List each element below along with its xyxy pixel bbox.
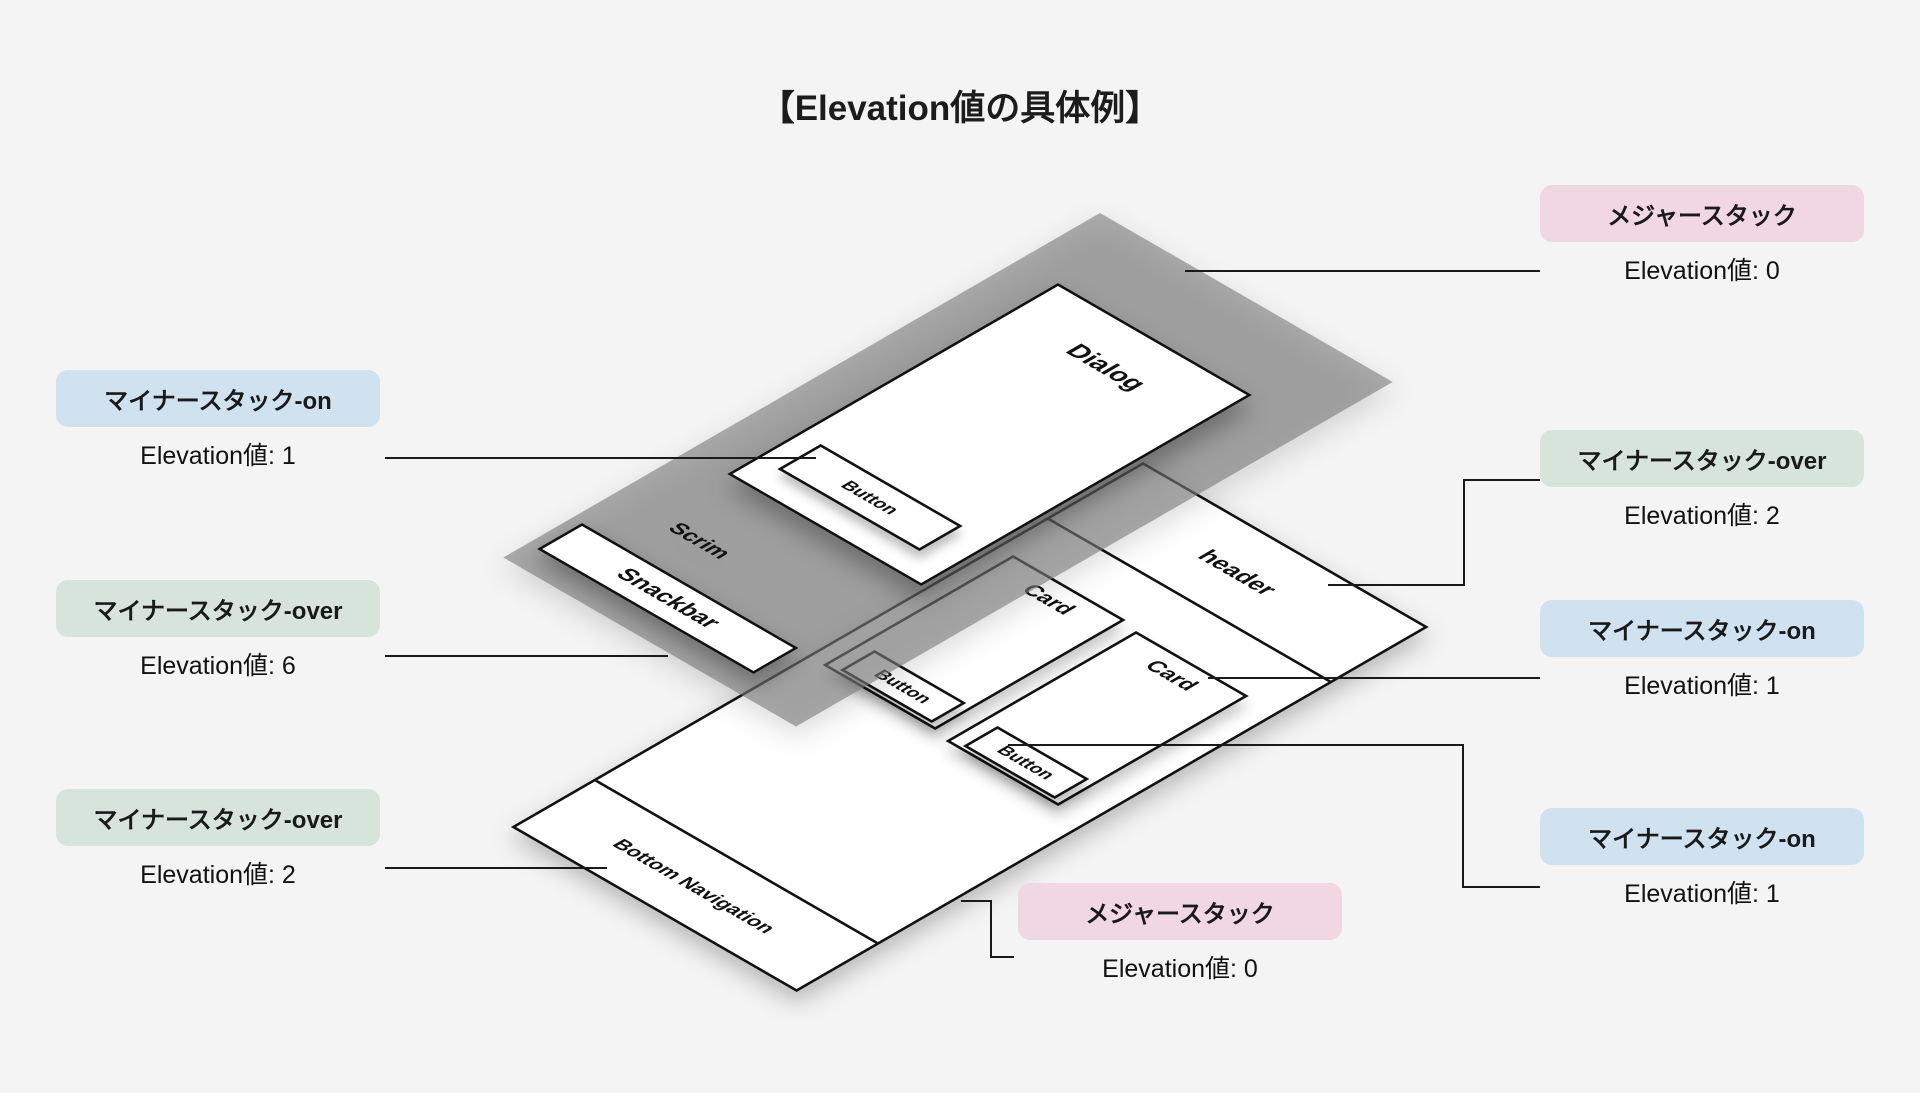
callout-minor-over-snackbar: マイナースタック-over Elevation値: 6 [56,580,380,682]
elevation-value: Elevation値: 1 [1624,672,1780,700]
callout-major-stack-bottom: メジャースタック Elevation値: 0 [1018,883,1342,985]
elevation-value: Elevation値: 2 [140,861,296,889]
card-right-label: Card [1139,656,1205,695]
callout-minor-on-card: マイナースタック-on Elevation値: 1 [1540,600,1864,702]
connector-header-c [1328,584,1465,586]
elevation-value: Elevation値: 2 [1624,502,1780,530]
connector-card-right [1208,677,1540,679]
connector-dialog-button [385,457,816,459]
callout-minor-on-dialog-button: マイナースタック-on Elevation値: 1 [56,370,380,472]
connector-card-right-button-b [1462,744,1464,888]
card-right-button: Button [962,726,1090,799]
status-badge: マイナースタック-over [56,789,380,846]
connector-bottom-navigation [385,867,607,869]
scrim-label: Scrim [662,519,738,563]
callout-major-stack-top: メジャースタック Elevation値: 0 [1540,185,1864,287]
connector-snackbar [385,655,668,657]
connector-major-bottom-b [990,900,992,958]
elevation-value: Elevation値: 0 [1102,955,1258,983]
status-badge: マイナースタック-over [56,580,380,637]
card-right-button-label: Button [992,742,1061,782]
elevation-value: Elevation値: 6 [140,652,296,680]
dialog-button-label: Button [836,477,905,517]
bottom-navigation-band: Bottom Navigation [510,780,879,992]
status-badge: メジャースタック [1018,883,1342,940]
elevation-value: Elevation値: 1 [140,442,296,470]
callout-minor-over-header: マイナースタック-over Elevation値: 2 [1540,430,1864,532]
status-badge: マイナースタック-on [1540,808,1864,865]
connector-card-right-button-c [1463,886,1540,888]
connector-header-b [1463,479,1465,586]
connector-major-top [1185,270,1540,272]
callout-minor-on-card-button: マイナースタック-on Elevation値: 1 [1540,808,1864,910]
callout-minor-over-bottom-navigation: マイナースタック-over Elevation値: 2 [56,789,380,891]
connector-major-bottom-c [990,956,1014,958]
status-badge: マイナースタック-over [1540,430,1864,487]
status-badge: マイナースタック-on [1540,600,1864,657]
bottom-navigation-label: Bottom Navigation [607,836,781,937]
status-badge: メジャースタック [1540,185,1864,242]
connector-card-right-button-a [1008,744,1464,746]
status-badge: マイナースタック-on [56,370,380,427]
page-title: 【Elevation値の具体例】 [759,89,1161,128]
connector-major-bottom-a [961,900,992,902]
elevation-value: Elevation値: 0 [1624,257,1780,285]
header-label: header [1191,546,1284,599]
connector-header-a [1463,479,1540,481]
elevation-value: Elevation値: 1 [1624,880,1780,908]
